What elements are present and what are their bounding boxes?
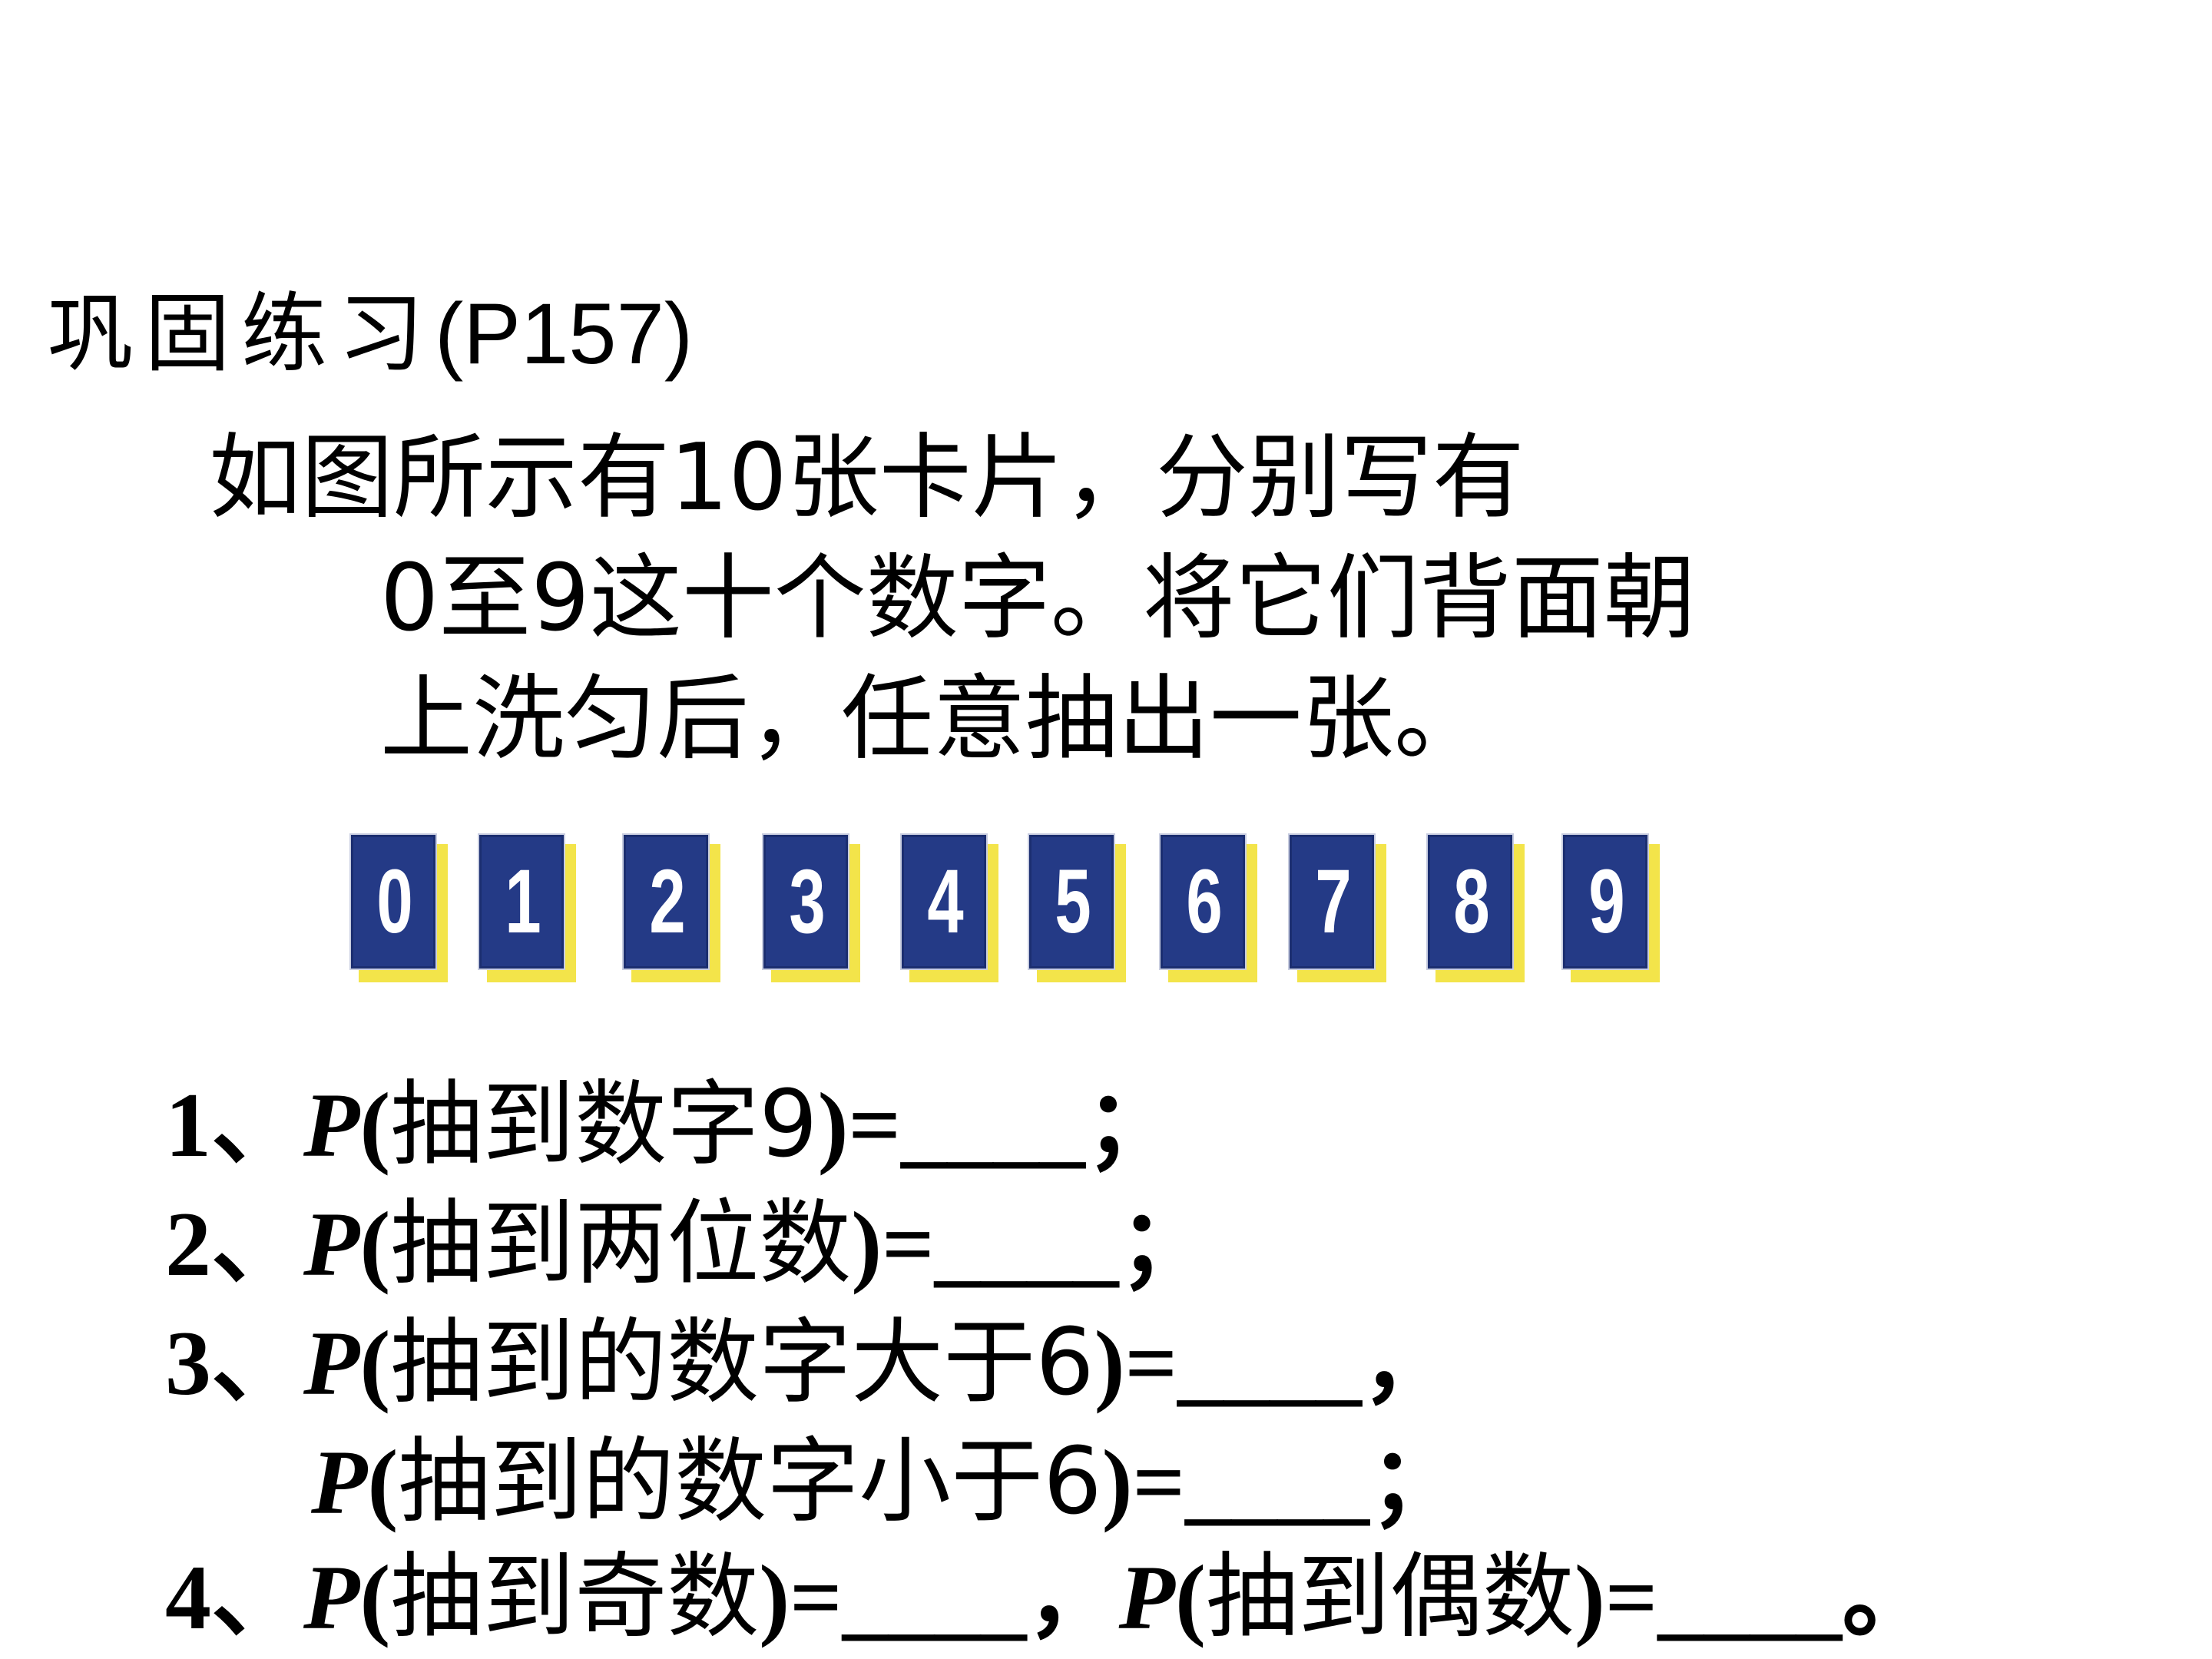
- question-3b: P(抽到的数字小于6)=____；: [311, 1425, 1462, 1540]
- card-face: 6: [1159, 833, 1247, 970]
- event-text: 抽到的数字大于6: [390, 1310, 1094, 1416]
- answer-blank: ____: [1184, 1431, 1369, 1533]
- open-paren: (: [367, 1431, 399, 1533]
- event-text: 抽到的数字小于6: [398, 1429, 1102, 1535]
- answer-blank: ____: [842, 1546, 1027, 1648]
- card-digit: 0: [376, 851, 413, 952]
- open-paren: (: [1174, 1546, 1206, 1648]
- answer-blank: ____: [900, 1074, 1085, 1176]
- card-face: 1: [478, 833, 565, 970]
- card-digit: 5: [1055, 851, 1091, 952]
- card-face: 5: [1028, 833, 1115, 970]
- number-card-2: 2: [622, 833, 720, 982]
- intro-line-2: 0至9这十个数字。将它们背面朝: [380, 545, 1696, 652]
- number-card-6: 6: [1159, 833, 1257, 982]
- close-equals: )=: [759, 1546, 843, 1648]
- open-paren: (: [359, 1074, 391, 1176]
- probability-symbol: P: [303, 1312, 360, 1414]
- card-digit: 4: [927, 851, 964, 952]
- event-text: 抽到两位数: [390, 1190, 852, 1297]
- close-equals: )=: [1101, 1431, 1185, 1533]
- close-equals: )=: [1094, 1312, 1177, 1414]
- card-digit: 2: [649, 851, 686, 952]
- card-face: 7: [1288, 833, 1376, 970]
- close-equals: )=: [1574, 1546, 1658, 1648]
- probability-symbol: P: [303, 1074, 360, 1176]
- card-face: 8: [1426, 833, 1514, 970]
- probability-symbol: P: [303, 1193, 360, 1295]
- card-face: 2: [622, 833, 710, 970]
- question-number: 2、: [165, 1193, 303, 1295]
- number-card-0: 0: [349, 833, 448, 982]
- exercise-heading: 巩固练习(P157): [48, 280, 693, 388]
- card-digit: 6: [1186, 851, 1223, 952]
- question-2: 2、P(抽到两位数)=____；: [165, 1187, 1211, 1302]
- number-card-9: 9: [1561, 833, 1660, 982]
- intro-line-1: 如图所示有10张卡片，分别写有: [209, 425, 1525, 531]
- probability-symbol: P: [311, 1431, 368, 1533]
- line-end: ；: [1118, 1193, 1211, 1295]
- line-end: 。: [1842, 1546, 1935, 1648]
- line-end: ，: [1361, 1312, 1454, 1414]
- line-end: ；: [1369, 1431, 1462, 1533]
- close-equals: )=: [817, 1074, 901, 1176]
- open-paren: (: [359, 1312, 391, 1414]
- intro-line-3: 上洗匀后，任意抽出一张。: [380, 666, 1486, 773]
- card-digit: 8: [1453, 851, 1490, 952]
- question-number: 4、: [165, 1546, 303, 1648]
- number-card-3: 3: [762, 833, 860, 982]
- event-text: 抽到奇数: [390, 1544, 760, 1651]
- answer-blank: ____: [934, 1193, 1119, 1295]
- question-number: 3、: [165, 1312, 303, 1414]
- open-paren: (: [359, 1546, 391, 1648]
- probability-symbol: P: [303, 1546, 360, 1648]
- line-end: ；: [1084, 1074, 1177, 1176]
- card-face: 9: [1561, 833, 1649, 970]
- card-digit: 7: [1315, 851, 1352, 952]
- separator: ，: [1026, 1546, 1119, 1648]
- card-face: 0: [349, 833, 437, 970]
- answer-blank: ____: [1177, 1312, 1362, 1414]
- open-paren: (: [359, 1193, 391, 1295]
- answer-blank: ____: [1657, 1546, 1843, 1648]
- number-card-8: 8: [1426, 833, 1525, 982]
- card-face: 3: [762, 833, 849, 970]
- close-equals: )=: [851, 1193, 935, 1295]
- card-digit: 3: [789, 851, 826, 952]
- card-digit: 1: [505, 851, 541, 952]
- heading-page-ref: (P157): [435, 286, 694, 382]
- event-text: 抽到偶数: [1205, 1544, 1575, 1651]
- heading-title: 巩固练习: [48, 284, 435, 384]
- question-number: 1、: [165, 1074, 303, 1176]
- probability-symbol: P: [1118, 1546, 1175, 1648]
- event-text: 抽到数字9: [390, 1071, 818, 1178]
- number-card-7: 7: [1288, 833, 1386, 982]
- card-digit: 9: [1588, 851, 1625, 952]
- question-1: 1、P(抽到数字9)=____；: [165, 1068, 1177, 1183]
- question-3a: 3、P(抽到的数字大于6)=____，: [165, 1306, 1454, 1421]
- question-4: 4、P(抽到奇数)=____，P(抽到偶数)=____。: [165, 1540, 1934, 1655]
- number-card-5: 5: [1028, 833, 1126, 982]
- number-card-4: 4: [900, 833, 998, 982]
- number-card-1: 1: [478, 833, 576, 982]
- card-face: 4: [900, 833, 988, 970]
